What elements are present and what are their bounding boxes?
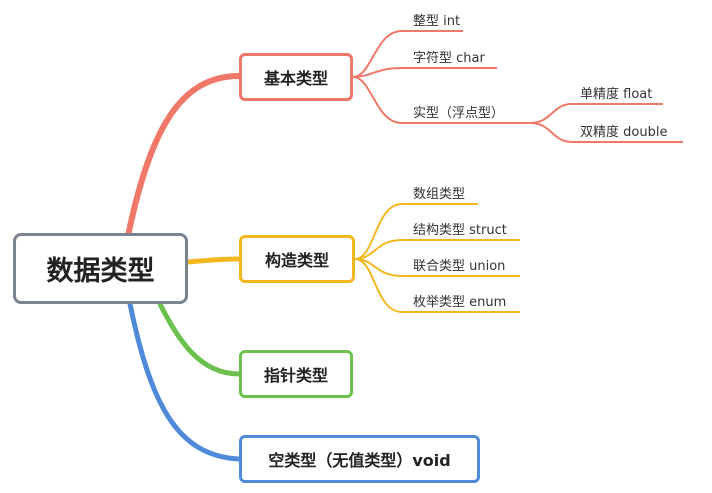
link-basic-int [352,30,463,78]
leaf-int[interactable]: 整型 int [413,14,461,29]
leaf-float[interactable]: 单精度 float [580,87,653,102]
leaf-double[interactable]: 双精度 double [580,125,668,140]
link-construct-enum [354,258,520,313]
leaf-array[interactable]: 数组类型 [413,187,466,202]
link-real-double [529,122,683,143]
leaf-union[interactable]: 联合类型 union [413,259,506,274]
node-void-types[interactable]: 空类型（无值类型）void [239,435,480,483]
link-root-basic [125,73,242,239]
leaf-char[interactable]: 字符型 char [413,51,485,66]
leaf-struct[interactable]: 结构类型 struct [413,223,507,238]
node-construct-types[interactable]: 构造类型 [239,235,355,283]
link-real-float [529,103,663,124]
link-basic-real [352,76,530,124]
link-basic-char [352,67,497,78]
leaf-real[interactable]: 实型（浮点型） [413,106,505,121]
link-root-void [127,301,242,462]
link-construct-array [354,203,478,260]
link-construct-struct [354,239,520,260]
root-node[interactable]: 数据类型 [13,233,188,304]
link-root-pointer [157,301,242,377]
leaf-enum[interactable]: 枚举类型 enum [413,295,507,310]
node-basic-types[interactable]: 基本类型 [239,53,353,101]
link-root-construct [185,256,242,265]
node-pointer-types[interactable]: 指针类型 [239,350,353,398]
